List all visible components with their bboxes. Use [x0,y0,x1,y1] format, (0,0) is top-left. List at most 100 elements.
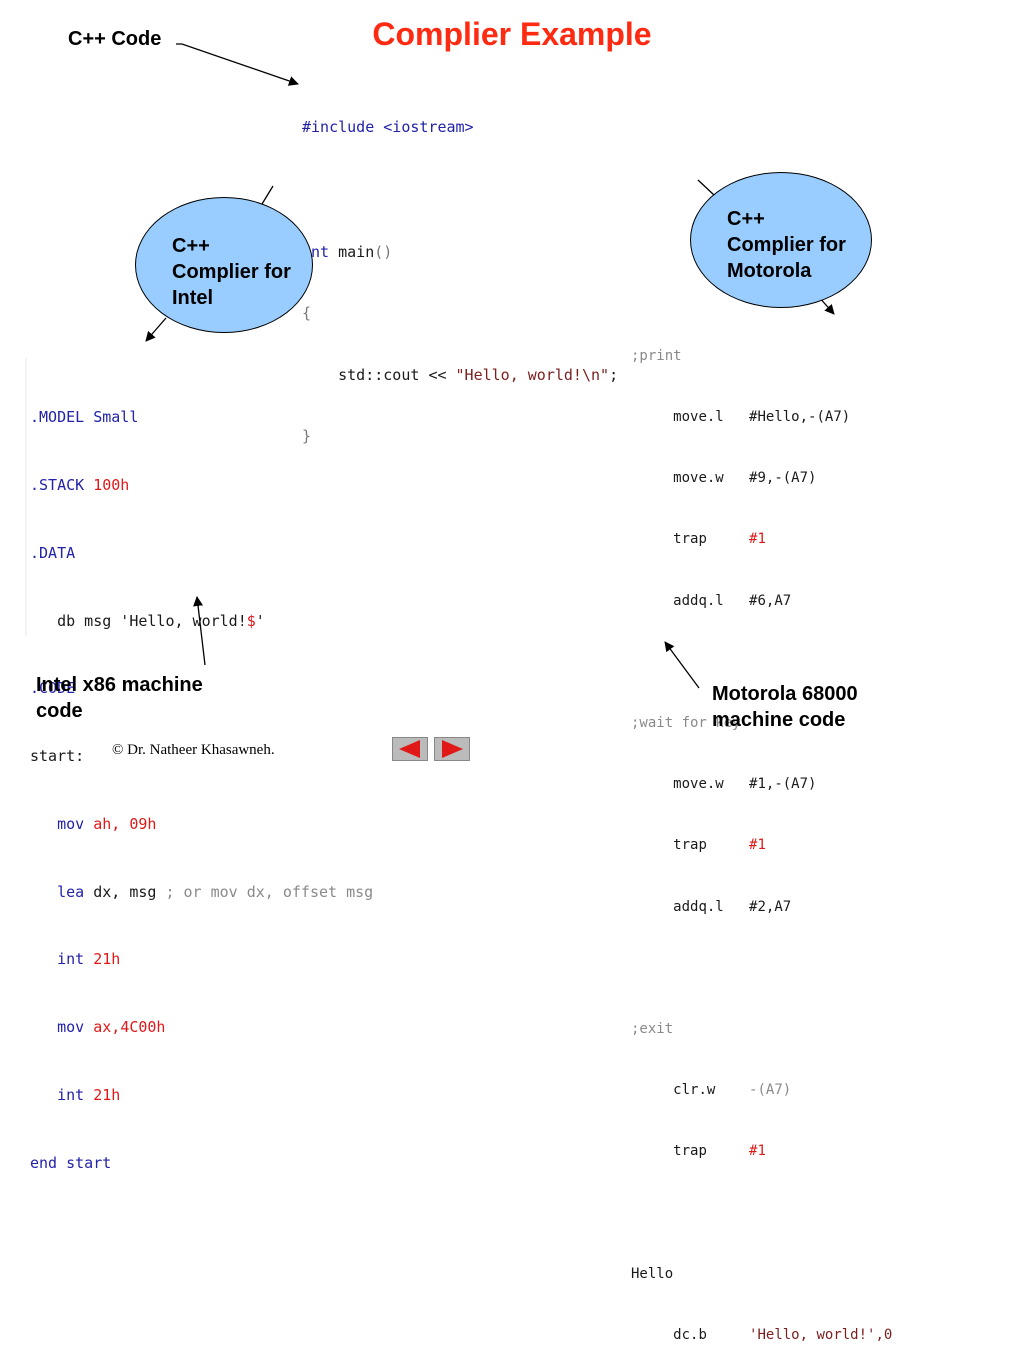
code-token: main [338,243,375,262]
intel-compiler-bubble [135,197,313,333]
bubble-line: Complier for [172,261,291,283]
code-token: .DATA [30,543,76,562]
code-line: int 21h [30,948,373,971]
connector-arrows [25,43,835,689]
code-line: end start [30,1152,373,1175]
code-token: mov [57,814,85,833]
callout-line: code [36,700,83,722]
code-token: start: [30,747,85,766]
previous-slide-button[interactable] [392,737,428,761]
slide-title: Complier Example [372,16,652,52]
motorola-compiler-bubble [690,172,872,308]
code-token: #9,-(A7) [749,470,817,487]
code-token: { [302,304,312,323]
code-line [631,958,892,978]
motorola-machine-code-callout: Motorola 68000 machine code [712,681,858,733]
cpp-code-callout: C++ Code [68,28,162,50]
code-line [302,178,618,198]
next-slide-button[interactable] [434,737,470,761]
code-token: } [302,426,312,445]
code-token: #include [302,117,375,136]
code-token: .STACK [30,475,85,494]
code-token: trap [673,531,707,548]
code-line: move.l #Hello,-(A7) [631,407,892,427]
code-token: ax, [93,1018,121,1037]
code-line: Hello [631,1264,892,1284]
intel-code-arrow [145,317,167,342]
code-token: #Hello,-(A7) [749,409,851,426]
bubble-line: Intel [172,287,214,309]
code-token: 4C00h [120,1018,166,1037]
code-line: db msg 'Hello, world!$' [30,610,373,633]
triangle-left-icon [399,740,420,758]
code-token: db msg 'Hello, world! [57,611,247,630]
code-line: .CODE [30,677,373,700]
code-line: addq.l #6,A7 [631,591,892,611]
code-token: 100h [93,475,130,494]
code-line: start: [30,745,373,768]
callout-line: machine code [712,709,846,731]
bubble-line: Motorola [727,260,812,282]
bubble-line: C++ [727,208,765,230]
code-line [631,652,892,672]
code-token: trap [673,837,707,854]
code-token: ; or mov dx, offset msg [165,882,374,901]
code-token: std::cout [338,365,420,384]
intel-assembly-code: .MODEL Small .STACK 100h .DATA db msg 'H… [30,361,373,1197]
bubble-line: Complier for [727,234,846,256]
code-token: #1 [749,837,766,854]
code-token: addq.l [673,898,724,915]
code-token: << [428,365,447,384]
code-token: move.w [673,776,724,793]
code-line: .MODEL Small [30,406,373,429]
code-line: { [302,303,618,323]
code-token: move.w [673,470,724,487]
code-token: "Hello, world!\n" [455,365,610,384]
code-token: int [57,950,85,969]
code-line: trap #1 [631,835,892,855]
code-token: dc.b [673,1327,707,1344]
code-line: std::cout << "Hello, world!\n"; [302,365,618,385]
code-token: ;exit [631,1021,674,1038]
code-token: .MODEL [30,408,85,427]
code-line: #include <iostream> [302,117,618,137]
code-token: int [57,1086,85,1104]
code-token: dx, msg [93,882,157,901]
code-token: ; [609,365,619,384]
footer-copyright: © Dr. Natheer Khasawneh. [112,742,275,758]
code-token: ;wait for key [631,715,741,732]
motorola-bubble-connector [697,179,715,196]
code-token: trap [673,1143,707,1160]
code-token: 'Hello, world!',0 [749,1327,893,1344]
bubble-line: C++ [172,235,210,257]
code-line: int main() [302,242,618,262]
code-line: dc.b 'Hello, world!',0 [631,1325,892,1345]
code-token: addq.l [673,592,724,609]
motorola-label-arrow [664,641,700,689]
code-token: -(A7) [749,1082,792,1099]
code-token: lea [57,882,85,901]
code-token: #1 [749,1143,766,1160]
code-token: 21h [93,950,121,969]
cpp-code-arrow [176,43,299,86]
code-line: addq.l #2,A7 [631,897,892,917]
code-line: clr.w -(A7) [631,1080,892,1100]
code-token: 21h [93,1086,121,1104]
code-line: move.w #1,-(A7) [631,774,892,794]
code-token: clr.w [673,1082,716,1099]
code-token: Hello [631,1265,674,1282]
code-line: ;wait for key [631,713,892,733]
code-token: ' [255,611,265,630]
code-token: <iostream> [383,117,474,136]
intel-bubble-connector [261,185,274,205]
intel-compiler-bubble-label: C++ Complier for Intel [172,233,291,311]
callout-line: Intel x86 machine [36,674,203,696]
code-line: ;exit [631,1019,892,1039]
code-token: ;print [631,347,682,364]
code-token: .CODE [30,679,76,698]
code-token: #1 [749,531,766,548]
code-line: mov ax,4C00h [30,1016,373,1039]
callout-line: Motorola 68000 [712,683,858,705]
code-line: trap #1 [631,529,892,549]
code-token: move.l [673,409,724,426]
